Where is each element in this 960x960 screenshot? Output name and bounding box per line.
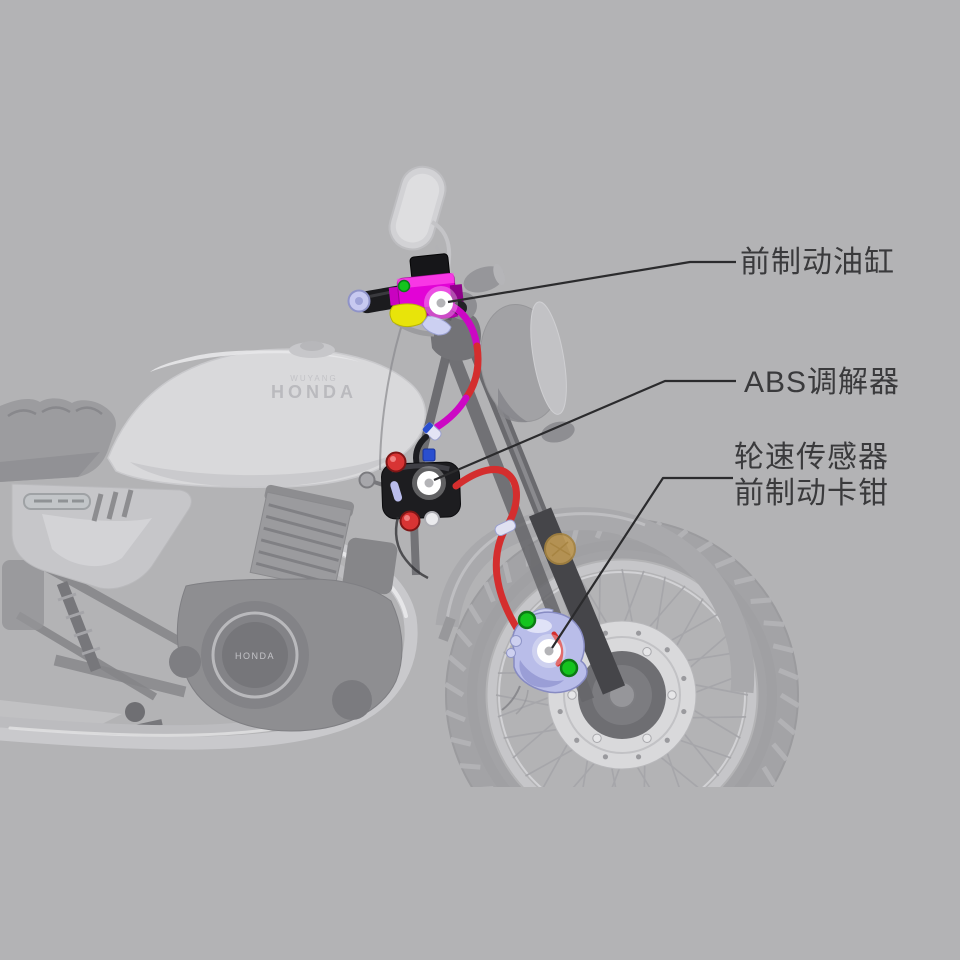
modulator-mount-bolt xyxy=(358,471,376,489)
motorcycle-photo-ghost: WUYANG HONDA HONDA xyxy=(0,165,800,787)
label-front-master-cylinder: 前制动油缸 xyxy=(740,246,895,279)
seat xyxy=(0,398,116,482)
bleeder-green-dot xyxy=(397,279,411,293)
tread-block xyxy=(444,682,465,698)
tread-block xyxy=(447,654,467,673)
tread-block xyxy=(733,575,756,586)
rotor-bolt xyxy=(667,690,677,700)
yellow-bracket xyxy=(389,303,427,328)
side-cover xyxy=(11,483,192,590)
turn-signal-upper xyxy=(463,263,505,293)
headlight-rim xyxy=(530,301,567,415)
disc-hole xyxy=(635,754,642,760)
engine-honda-logo: HONDA xyxy=(235,651,275,661)
rotor-bolt xyxy=(642,646,652,657)
modulator-connector-blue xyxy=(422,448,436,462)
tread-block xyxy=(467,603,483,625)
tread-block xyxy=(772,643,794,654)
rotor-bolt xyxy=(592,733,602,744)
disc-hole xyxy=(664,647,670,653)
tread-block xyxy=(450,736,472,747)
cylinder-fin xyxy=(265,514,344,539)
tank-sub-brand: WUYANG xyxy=(290,374,337,383)
leader-line-master-cylinder xyxy=(447,260,736,304)
tread-block xyxy=(502,561,513,584)
rotor-bolt xyxy=(567,690,577,700)
cylinder-fin xyxy=(268,503,347,527)
footpeg xyxy=(125,702,145,722)
disc-hole xyxy=(602,754,609,760)
tread-block xyxy=(750,597,772,605)
mirror xyxy=(388,165,452,285)
shock-coil xyxy=(73,628,93,638)
cylinder-fin xyxy=(263,526,342,551)
engine: HONDA xyxy=(169,314,453,732)
tread-block xyxy=(779,692,800,708)
fuel-tank: WUYANG HONDA xyxy=(107,341,427,488)
modulator-cap-red-bottom xyxy=(399,510,421,532)
disc-hole xyxy=(602,630,609,636)
shock-coil xyxy=(81,646,101,656)
turn-signal-lower xyxy=(541,421,575,443)
modulator-slot xyxy=(390,481,403,502)
headlight-assembly xyxy=(463,263,575,443)
wheel-rim xyxy=(487,560,757,787)
tread-block xyxy=(761,765,777,787)
disc-hole xyxy=(664,737,670,743)
tread-block xyxy=(459,763,481,770)
tread-block xyxy=(771,742,789,762)
sensor-cable xyxy=(394,516,429,580)
shock-coil xyxy=(57,592,77,602)
tread-block xyxy=(763,620,785,627)
tread-block xyxy=(483,581,496,603)
tread-block xyxy=(778,667,800,681)
leader-lines xyxy=(433,260,736,649)
wheel-speed-sensor-wire xyxy=(501,685,521,711)
model-badge xyxy=(23,493,91,510)
tread-block xyxy=(444,709,466,723)
tread-block xyxy=(455,628,473,648)
target-ring-icon-caliper xyxy=(532,634,566,668)
leader-line-caliper xyxy=(551,476,733,649)
side-cover-vents xyxy=(91,489,134,522)
disc-hole xyxy=(635,630,642,636)
callout-markers xyxy=(412,286,566,668)
leader-line-modulator xyxy=(433,379,736,482)
tread-block xyxy=(714,556,736,569)
caliper-bolt-green-bottom xyxy=(559,658,579,678)
modulator-cap-white xyxy=(424,511,440,527)
caliper-banjo xyxy=(510,635,522,647)
tank-honda-logo: HONDA xyxy=(271,382,357,402)
target-ring-icon-modulator xyxy=(412,466,446,500)
disc-hole xyxy=(681,708,687,715)
hose-clamp xyxy=(494,519,517,537)
cylinder-fin xyxy=(258,550,337,574)
label-wheel-speed-sensor: 轮速传感器 xyxy=(734,441,889,474)
shock-coil xyxy=(65,610,85,620)
rotor-bolt xyxy=(642,733,652,744)
labels: 前制动油缸 ABS调解器 轮速传感器 前制动卡钳 xyxy=(734,246,900,510)
hose-fitting xyxy=(422,422,442,441)
disc-hole xyxy=(574,737,580,743)
modulator-cap-red-top xyxy=(385,451,407,473)
cylinder-fin xyxy=(260,538,339,562)
disc-hole xyxy=(681,675,687,682)
label-front-brake-caliper: 前制动卡钳 xyxy=(734,477,889,510)
tread-block xyxy=(777,717,797,736)
front-wheel xyxy=(444,517,800,787)
label-abs-modulator: ABS调解器 xyxy=(744,366,900,399)
disc-hole xyxy=(557,708,563,715)
front-brake-hose-upper xyxy=(412,302,482,472)
target-ring-icon-master-cylinder xyxy=(424,286,458,320)
brake-lever-tip xyxy=(421,315,452,336)
caliper-bolt-green-top xyxy=(517,610,537,630)
